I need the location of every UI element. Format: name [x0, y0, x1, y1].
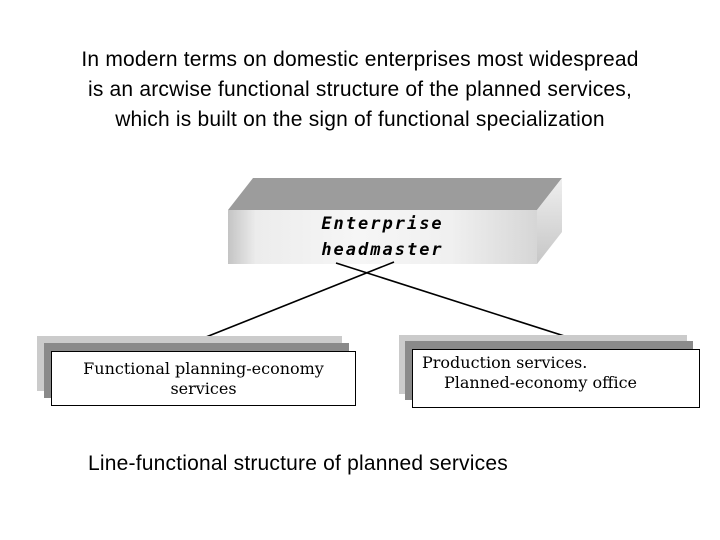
- enterprise-box-front-face: [228, 210, 537, 264]
- enterprise-box-top-face: [228, 178, 562, 210]
- enterprise-headmaster-label: Enterprise headmaster: [321, 214, 444, 260]
- arrow-to-right-box-line: [335, 262, 594, 347]
- enterprise-box-side-face: [537, 178, 562, 264]
- right-node-label-line2: Planned-economy office: [444, 373, 637, 392]
- arrow-to-left-box-line: [189, 261, 395, 345]
- left-node-label-line2: services: [170, 378, 237, 398]
- slide-title: In modern terms on domestic enterprises …: [81, 48, 639, 131]
- slide-caption: Line-functional structure of planned ser…: [88, 452, 508, 475]
- left-node-label-line1: Functional planning-economy: [83, 358, 324, 378]
- left-node-box: Functional planning-economy services: [51, 351, 356, 406]
- right-node-label-line1: Production services.: [422, 353, 588, 372]
- right-node-box: Production services. Planned-economy off…: [412, 349, 700, 408]
